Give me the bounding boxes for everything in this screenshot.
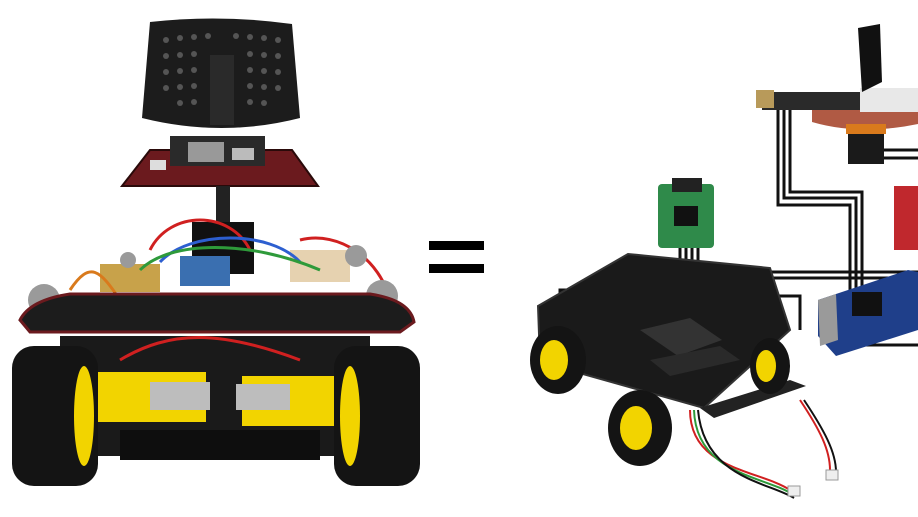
equals-sign — [429, 237, 484, 277]
components-illustration — [500, 0, 918, 517]
cable-connector — [826, 470, 838, 480]
wheel-front-right — [608, 390, 672, 466]
wheel-front-left — [530, 326, 586, 394]
robot-chassis — [538, 254, 806, 418]
electronics-cluster — [70, 220, 390, 300]
right-wheel — [334, 346, 420, 486]
cable-connector — [788, 486, 800, 496]
assembled-robot-illustration — [0, 0, 430, 517]
mast — [216, 186, 230, 226]
microcontroller-board — [818, 270, 918, 356]
motor-driver-board — [658, 178, 714, 248]
lower-chassis — [60, 336, 370, 460]
components-panel — [500, 0, 918, 517]
equals-bar-bottom — [429, 264, 484, 273]
left-wheel — [12, 346, 98, 486]
equals-bar-top — [429, 241, 484, 250]
red-breakout-board — [894, 186, 918, 250]
assembled-robot-panel — [0, 0, 430, 517]
sensor-assembly — [756, 24, 918, 164]
main-deck — [20, 294, 414, 332]
sensor-plate — [142, 18, 300, 128]
top-deck — [122, 136, 318, 186]
wheel-rear-right — [750, 338, 790, 394]
